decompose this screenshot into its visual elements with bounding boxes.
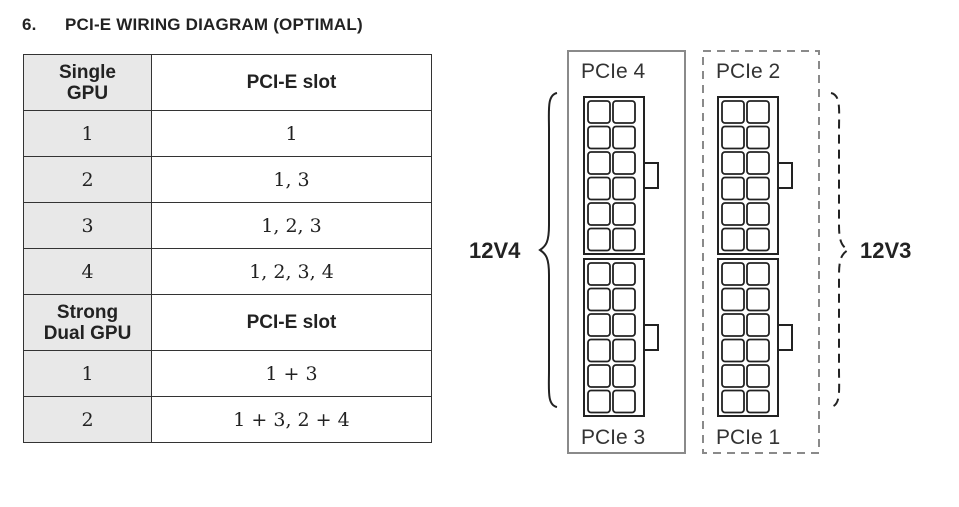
- section-number: 6.: [22, 15, 37, 34]
- section-title: PCI-E WIRING DIAGRAM (OPTIMAL): [65, 15, 363, 34]
- connector-group: [583, 96, 793, 417]
- connector-pin: [746, 100, 770, 124]
- slot-cell: 1 + 3, 2 + 4: [151, 396, 432, 443]
- connector-pin: [746, 389, 770, 414]
- connector-pin: [587, 125, 611, 150]
- right-brace: [830, 92, 850, 408]
- left-brace: [538, 92, 558, 408]
- dual-gpu-header-text: Strong Dual GPU: [43, 301, 132, 344]
- slot-cell: 1, 2, 3: [151, 202, 432, 249]
- connector-pin: [587, 287, 611, 312]
- single-gpu-header-text: Single GPU: [58, 61, 116, 104]
- connector-pin: [746, 338, 770, 363]
- connector-pin: [612, 151, 636, 175]
- connector-pin: [721, 100, 745, 124]
- connector-pin: [746, 364, 770, 388]
- connector-pin: [612, 100, 636, 124]
- dual-slot-header: PCI-E slot: [151, 294, 432, 351]
- slot-cell: 1 + 3: [151, 350, 432, 397]
- connector-pin: [746, 202, 770, 226]
- connector-pin: [721, 125, 745, 150]
- connector-pin: [612, 287, 636, 312]
- connector-latch: [777, 324, 793, 351]
- connector-pin: [612, 202, 636, 226]
- connector-latch: [643, 162, 659, 189]
- connector-pin: [721, 338, 745, 363]
- connector-pin: [612, 338, 636, 363]
- gpu-count-cell: 1: [23, 350, 152, 397]
- left-group-label: 12V4: [469, 238, 521, 263]
- connector-pcie-1: [717, 258, 793, 417]
- connector-pin: [721, 202, 745, 226]
- connector-pin: [721, 176, 745, 201]
- connector-pin: [612, 176, 636, 201]
- slot-cell: 1: [151, 110, 432, 157]
- connector-pin: [587, 364, 611, 388]
- gpu-count-cell: 2: [23, 396, 152, 443]
- connector-pin: [721, 313, 745, 337]
- single-slot-header: PCI-E slot: [151, 54, 432, 111]
- right-slot-frame: [702, 50, 820, 454]
- connector-pin: [587, 313, 611, 337]
- connector-pin: [587, 338, 611, 363]
- gpu-count-cell: 1: [23, 110, 152, 157]
- connector-pin: [587, 389, 611, 414]
- wiring-table: Single GPU PCI-E slot 1 1 2 1, 3 3 1, 2,…: [23, 54, 432, 443]
- table-row: 2 1, 3: [23, 156, 432, 203]
- connector-pin: [612, 389, 636, 414]
- connector-pin: [587, 227, 611, 252]
- connector-pcie-2: [717, 96, 793, 255]
- slot-label-top-right: PCIe 2: [716, 60, 780, 83]
- connector-pin: [612, 313, 636, 337]
- single-gpu-header-row: Single GPU PCI-E slot: [23, 54, 432, 111]
- connector-pin: [721, 227, 745, 252]
- table-row: 2 1 + 3, 2 + 4: [23, 396, 432, 443]
- dual-gpu-header: Strong Dual GPU: [23, 294, 152, 351]
- connector-pin: [612, 227, 636, 252]
- connector-pin: [746, 176, 770, 201]
- connector-pin: [587, 202, 611, 226]
- section-heading: 6. PCI-E WIRING DIAGRAM (OPTIMAL): [22, 15, 363, 35]
- slot-label-bottom-right: PCIe 1: [716, 426, 780, 449]
- connector-pin: [746, 262, 770, 286]
- connector-pin: [721, 151, 745, 175]
- slot-label-top-left: PCIe 4: [581, 60, 646, 83]
- connector-pin: [721, 389, 745, 414]
- slot-cell: 1, 2, 3, 4: [151, 248, 432, 295]
- right-group-label: 12V3: [860, 238, 911, 263]
- single-gpu-header: Single GPU: [23, 54, 152, 111]
- table-row: 1 1 + 3: [23, 350, 432, 397]
- connector-latch: [643, 324, 659, 351]
- connector-pcie-3: [583, 258, 659, 417]
- gpu-count-cell: 4: [23, 248, 152, 295]
- table-row: 1 1: [23, 110, 432, 157]
- connector-pin: [612, 125, 636, 150]
- connector-pin: [587, 176, 611, 201]
- connector-pin: [746, 313, 770, 337]
- connector-pcie-4: [583, 96, 659, 255]
- connector-pin: [746, 151, 770, 175]
- table-row: 4 1, 2, 3, 4: [23, 248, 432, 295]
- connector-pin: [746, 227, 770, 252]
- connector-pin: [721, 262, 745, 286]
- connector-pin: [746, 125, 770, 150]
- slot-cell: 1, 3: [151, 156, 432, 203]
- connector-pin: [721, 287, 745, 312]
- connector-pin: [746, 287, 770, 312]
- connector-pin: [612, 364, 636, 388]
- connector-pin: [587, 100, 611, 124]
- connector-pin: [587, 262, 611, 286]
- gpu-count-cell: 3: [23, 202, 152, 249]
- connector-pin: [587, 151, 611, 175]
- connector-pin: [612, 262, 636, 286]
- left-slot-frame: [567, 50, 686, 454]
- dual-gpu-header-row: Strong Dual GPU PCI-E slot: [23, 294, 432, 351]
- table-row: 3 1, 2, 3: [23, 202, 432, 249]
- connector-pin: [721, 364, 745, 388]
- slot-label-bottom-left: PCIe 3: [581, 426, 645, 449]
- connector-latch: [777, 162, 793, 189]
